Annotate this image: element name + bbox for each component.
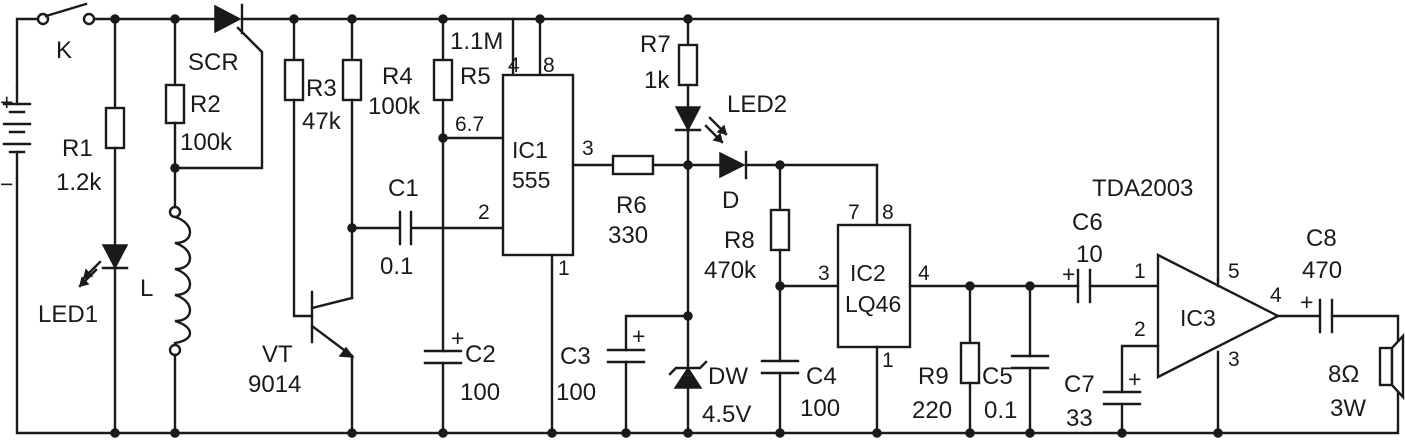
battery-plus: +	[0, 89, 13, 115]
speaker-icon: 8Ω 3W	[1328, 332, 1405, 422]
ic1-pin-6-7: 6.7	[455, 113, 484, 136]
r3-value: 47k	[302, 108, 342, 135]
c7-label: C7	[1064, 371, 1095, 398]
r1-label: R1	[62, 135, 93, 162]
c7-plus: +	[1128, 366, 1141, 392]
ic2-value: LQ46	[845, 291, 901, 317]
r2-value: 100k	[180, 129, 233, 156]
r5-value: 1.1M	[450, 28, 503, 55]
r6-value: 330	[608, 222, 648, 249]
c8-label: C8	[1306, 225, 1337, 252]
ic1-pin-1: 1	[558, 257, 570, 280]
ic2-pin-8: 8	[882, 201, 894, 224]
c5-value: 0.1	[984, 397, 1017, 424]
r6-resistor: R6 330	[608, 154, 722, 249]
r8-label: R8	[724, 227, 755, 254]
c5-label: C5	[982, 363, 1013, 390]
r9-value: 220	[912, 397, 952, 424]
c6-plus: +	[1062, 261, 1075, 287]
ic1-value: 555	[512, 167, 550, 193]
transistor-stage: R3 47k VT 9014 R4 100k	[248, 17, 421, 435]
c3-value: 100	[556, 379, 596, 406]
c1-capacitor: C1 0.1	[380, 175, 505, 280]
c6-value: 10	[1076, 241, 1103, 268]
ic3-label: IC3	[1180, 305, 1216, 331]
ic2-pin-1: 1	[882, 349, 894, 372]
r1-led1-branch: R1 1.2k LED1	[38, 17, 129, 435]
ic2-pin-3: 3	[818, 262, 830, 285]
battery-minus: −	[0, 171, 13, 197]
ic2-pin-7: 7	[848, 201, 860, 224]
c4-label: C4	[806, 363, 837, 390]
ic3-pin-5: 5	[1228, 260, 1240, 283]
c3-plus: +	[632, 323, 645, 349]
r2-label: R2	[190, 91, 221, 118]
switch-k: K	[36, 2, 96, 64]
ic3-tda2003: IC3 TDA2003 1 2 5 3 4	[1092, 175, 1320, 394]
ic3-pin-2: 2	[1134, 318, 1146, 341]
ic2-label: IC2	[850, 260, 886, 286]
c2-value: 100	[460, 379, 500, 406]
c2-label: C2	[465, 341, 496, 368]
ic1-pin-2: 2	[478, 201, 490, 224]
c6-label: C6	[1072, 209, 1103, 236]
coil-label: L	[140, 275, 153, 302]
c8-plus: +	[1300, 289, 1313, 315]
c7-value: 33	[1066, 405, 1093, 432]
led2-label: LED2	[727, 91, 787, 118]
ic1-pin-3: 3	[582, 137, 594, 160]
r9-c5-branch: R9 220 C5 0.1	[912, 284, 1050, 435]
ic2-lq46: IC2 LQ46 7 8 3 4 1	[818, 201, 1080, 435]
r7-label: R7	[640, 31, 671, 58]
r7-value: 1k	[644, 67, 670, 94]
scr-label: SCR	[188, 49, 239, 76]
diode-label: D	[722, 187, 739, 214]
ic1-label: IC1	[512, 137, 548, 163]
ic3-part: TDA2003	[1092, 175, 1193, 202]
c2-plus: +	[451, 325, 464, 351]
r8-value: 470k	[704, 257, 757, 284]
r7-led2-dw-branch: R7 1k LED2 DW 4.5V	[640, 17, 787, 435]
dw-label: DW	[708, 363, 748, 390]
c7-capacitor: + C7 33	[1064, 366, 1141, 435]
junction-dots	[110, 14, 1223, 438]
speaker-impedance: 8Ω	[1328, 361, 1359, 388]
switch-k-label: K	[56, 37, 72, 64]
ic3-pin-3: 3	[1228, 348, 1240, 371]
ic1-pin-8: 8	[543, 54, 555, 77]
r6-label: R6	[616, 192, 647, 219]
ic2-pin-4: 4	[918, 262, 930, 285]
bottom-rail	[15, 176, 1400, 435]
r1-value: 1.2k	[56, 169, 102, 196]
led1-label: LED1	[38, 301, 98, 328]
c3-label: C3	[560, 343, 591, 370]
c1-label: C1	[388, 175, 419, 202]
vt-value: 9014	[248, 371, 301, 398]
diode-d: D	[719, 150, 879, 227]
r4-label: R4	[382, 63, 413, 90]
ic3-pin-4: 4	[1270, 284, 1282, 307]
r2-coil-branch: R2 100k L	[140, 17, 233, 435]
ic1-555: IC1 555 4 8 6.7 3 2 1	[455, 17, 615, 435]
r8-c4-branch: R8 470k C4 100	[704, 163, 840, 435]
r9-label: R9	[918, 363, 949, 390]
c8-value: 470	[1302, 257, 1342, 284]
c1-value: 0.1	[380, 253, 413, 280]
dw-value: 4.5V	[702, 401, 751, 428]
ic3-pin-1: 1	[1134, 260, 1146, 283]
c8-capacitor: + C8 470	[1300, 225, 1400, 350]
r5-label: R5	[460, 63, 491, 90]
r5-c2-branch: + 1.1M R5 C2 100	[423, 17, 505, 435]
scr-thyristor: SCR	[173, 3, 264, 170]
c4-value: 100	[800, 395, 840, 422]
battery: + −	[0, 86, 32, 197]
vt-label: VT	[262, 341, 293, 368]
c3-capacitor: + C3 100	[556, 314, 690, 435]
r4-value: 100k	[368, 93, 421, 120]
speaker-power: 3W	[1330, 395, 1366, 422]
c6-capacitor: + C6 10	[1062, 209, 1160, 304]
r3-label: R3	[306, 75, 337, 102]
ic1-pin-4: 4	[508, 54, 520, 77]
